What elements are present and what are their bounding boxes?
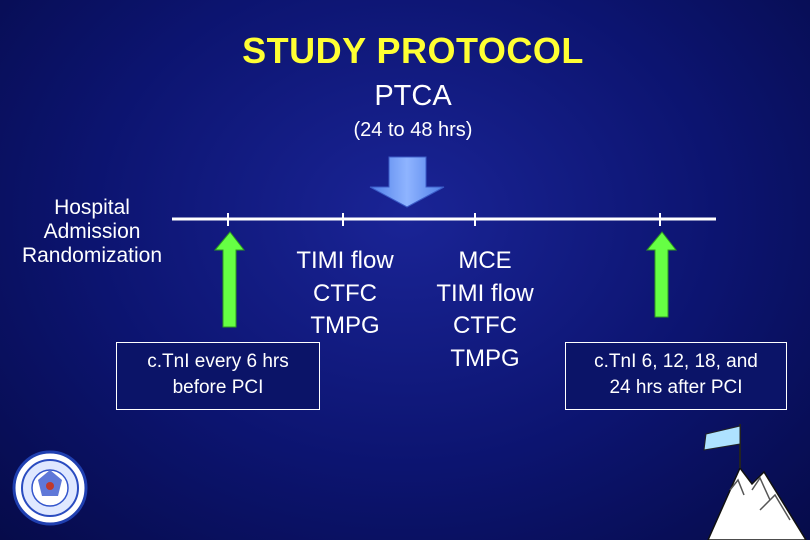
procedure-window: (24 to 48 hrs) [353, 119, 473, 141]
imaging-measures-after: MCE TIMI flow CTFC TMPG [415, 245, 555, 375]
down-arrow-icon [369, 156, 445, 208]
admission-line-2: Admission [43, 220, 141, 243]
troponin-after-box: c.TnI 6, 12, 18, and 24 hrs after PCI [565, 342, 787, 410]
measure-item: TMPG [310, 312, 380, 339]
seal-logo-icon [12, 450, 88, 526]
troponin-after-line-1: c.TnI 6, 12, 18, and [594, 351, 758, 372]
measure-item: MCE [458, 247, 512, 274]
admission-label: Hospital Admission Randomization [2, 196, 182, 268]
admission-line-3: Randomization [21, 244, 163, 267]
admission-line-1: Hospital [54, 196, 130, 219]
measure-item: TIMI flow [436, 279, 534, 307]
troponin-before-box: c.TnI every 6 hrs before PCI [116, 342, 320, 410]
imaging-measures-before: TIMI flow CTFC TMPG [270, 245, 420, 343]
measure-item: TMPG [450, 344, 520, 372]
troponin-before-line-2: before PCI [172, 377, 264, 398]
mountain-flag-icon [703, 424, 807, 540]
measure-item: TIMI flow [296, 247, 394, 274]
up-arrow-icon [645, 231, 678, 318]
up-arrow-icon [213, 231, 246, 328]
troponin-before-line-1: c.TnI every 6 hrs [147, 351, 289, 372]
measure-item: CTFC [313, 279, 377, 307]
procedure-label: PTCA [374, 80, 452, 112]
measure-item: CTFC [453, 312, 517, 339]
slide-title: STUDY PROTOCOL [242, 30, 584, 71]
troponin-after-line-2: 24 hrs after PCI [609, 377, 743, 398]
